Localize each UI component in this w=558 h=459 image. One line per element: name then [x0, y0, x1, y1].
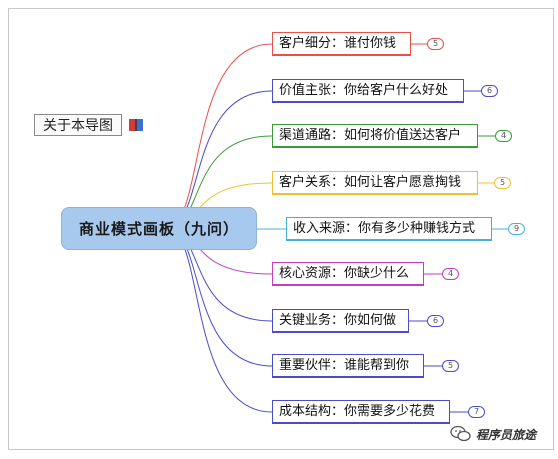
- collapsed-count-badge[interactable]: 6: [481, 85, 498, 97]
- collapsed-count-badge[interactable]: 5: [494, 177, 511, 189]
- topic-key-activities[interactable]: 关键业务：你如何做: [272, 309, 409, 333]
- collapsed-count-badge[interactable]: 4: [442, 268, 459, 280]
- topic-customer-relationships[interactable]: 客户关系：如何让客户愿意掏钱: [272, 171, 478, 195]
- topic-channels[interactable]: 渠道通路：如何将价值送达客户: [272, 124, 478, 148]
- topic-cost-structure[interactable]: 成本结构：你需要多少花费: [272, 400, 450, 424]
- book-icon: [129, 119, 143, 131]
- topic-key-resources[interactable]: 核心资源：你缺少什么: [272, 262, 424, 286]
- collapsed-count-badge[interactable]: 5: [442, 360, 459, 372]
- collapsed-count-badge[interactable]: 9: [508, 223, 525, 235]
- topic-customer-segments[interactable]: 客户细分：谁付你钱: [272, 32, 411, 56]
- about-map-button[interactable]: 关于本导图: [34, 114, 122, 136]
- collapsed-count-badge[interactable]: 7: [468, 406, 485, 418]
- topic-value-proposition[interactable]: 价值主张：你给客户什么好处: [272, 79, 464, 103]
- collapsed-count-badge[interactable]: 6: [427, 315, 444, 327]
- collapsed-count-badge[interactable]: 5: [427, 38, 444, 50]
- topic-key-partners[interactable]: 重要伙伴：谁能帮到你: [272, 354, 424, 378]
- collapsed-count-badge[interactable]: 4: [495, 130, 512, 142]
- wechat-icon: [450, 425, 471, 442]
- topic-revenue-streams[interactable]: 收入来源：你有多少种赚钱方式: [286, 217, 492, 241]
- watermark: 程序员旅途: [450, 425, 536, 443]
- branch-line: [165, 43, 273, 229]
- watermark-text: 程序员旅途: [476, 427, 537, 442]
- central-topic[interactable]: 商业模式画板（九问）: [61, 207, 257, 250]
